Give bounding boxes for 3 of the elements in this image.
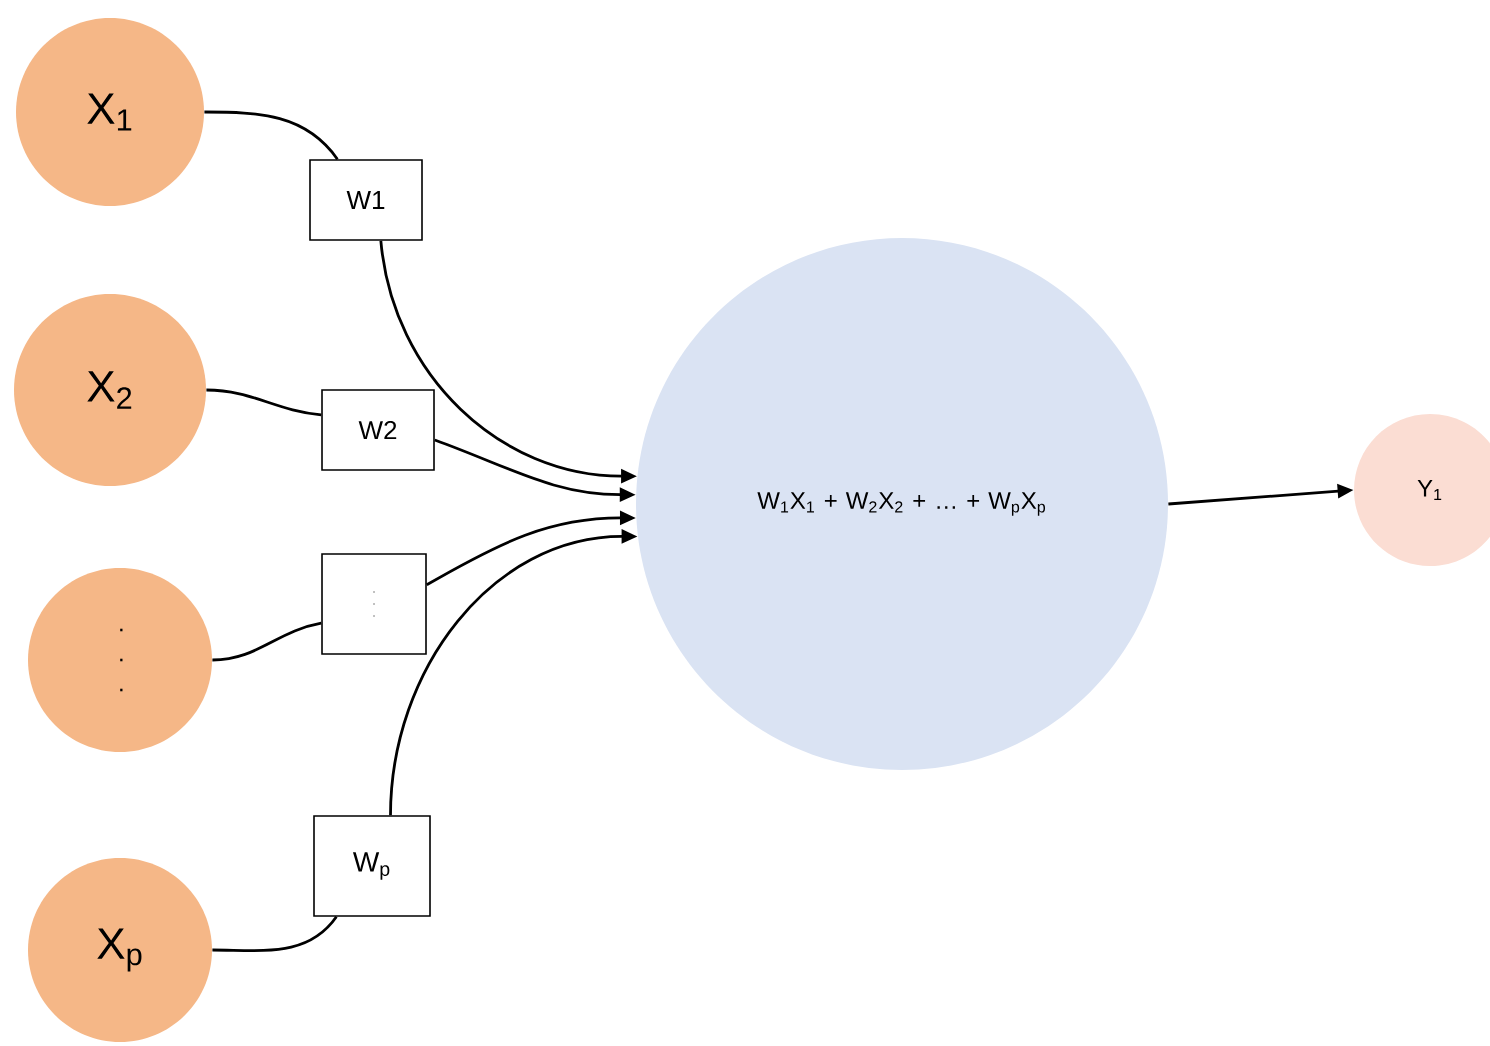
weight-box: W1 <box>309 159 423 241</box>
weight-box: W$_{p}$ <box>313 815 431 917</box>
weight-box: W2 <box>321 389 435 471</box>
